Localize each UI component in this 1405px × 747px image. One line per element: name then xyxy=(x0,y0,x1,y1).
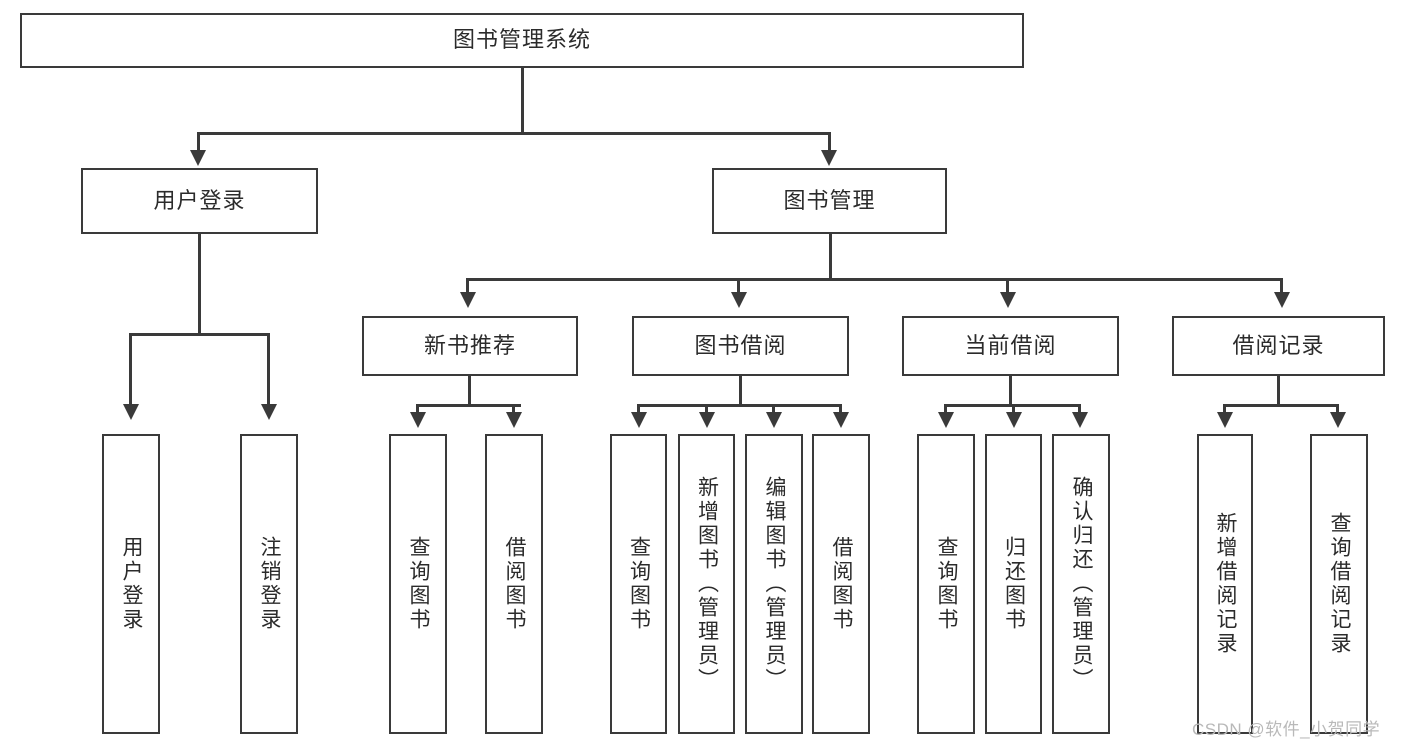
edge-user-login-stem xyxy=(198,234,201,335)
node-label: 查询图书 xyxy=(935,536,959,632)
node-root-book-management-system[interactable]: 图书管理系统 xyxy=(20,13,1024,68)
arrow-bb-to-leaf-1 xyxy=(631,412,647,428)
arrow-user-login-to-leaf-1 xyxy=(123,404,139,420)
edge-cb-stem xyxy=(1009,376,1012,406)
edge-bm-to-l3-4 xyxy=(1280,278,1283,296)
edge-bb-to-leaf-4 xyxy=(839,404,842,416)
node-book-borrow[interactable]: 图书借阅 xyxy=(632,316,849,376)
edge-br-bar xyxy=(1223,404,1339,407)
edge-bb-to-leaf-3 xyxy=(772,404,775,416)
edge-bb-stem xyxy=(739,376,742,406)
arrow-user-login-to-leaf-2 xyxy=(261,404,277,420)
edge-root-bar xyxy=(197,132,831,135)
arrow-cb-to-leaf-3 xyxy=(1072,412,1088,428)
node-label: 用户登录 xyxy=(153,187,246,213)
node-label: 注销登录 xyxy=(258,536,282,632)
node-current-borrow[interactable]: 当前借阅 xyxy=(902,316,1119,376)
node-label: 查询借阅记录 xyxy=(1328,512,1352,656)
arrow-br-to-leaf-1 xyxy=(1217,412,1233,428)
edge-nbr-bar xyxy=(416,404,521,407)
edge-nbr-to-leaf-1 xyxy=(416,404,419,416)
node-label: 用户登录 xyxy=(120,536,144,632)
arrow-root-to-user-login xyxy=(190,150,206,166)
edge-book-management-stem xyxy=(829,234,832,280)
leaf-nbr-borrow-book[interactable]: 借阅图书 xyxy=(485,434,543,734)
leaf-bb-borrow-book[interactable]: 借阅图书 xyxy=(812,434,870,734)
arrow-cb-to-leaf-2 xyxy=(1006,412,1022,428)
arrow-bb-to-leaf-3 xyxy=(766,412,782,428)
node-label: 借阅图书 xyxy=(503,536,527,632)
edge-bm-to-l3-3 xyxy=(1006,278,1009,296)
node-label: 确认归还（管理员） xyxy=(1070,476,1094,692)
edge-book-management-bar xyxy=(466,278,1283,281)
edge-cb-to-leaf-1 xyxy=(944,404,947,416)
leaf-nbr-query-book[interactable]: 查询图书 xyxy=(389,434,447,734)
edge-root-to-user-login xyxy=(197,132,200,154)
node-label: 图书管理 xyxy=(783,187,876,213)
arrow-bb-to-leaf-2 xyxy=(699,412,715,428)
edge-nbr-stem xyxy=(468,376,471,406)
arrow-nbr-to-leaf-1 xyxy=(410,412,426,428)
node-label: 借阅图书 xyxy=(830,536,854,632)
arrow-br-to-leaf-2 xyxy=(1330,412,1346,428)
node-label: 新增借阅记录 xyxy=(1214,512,1238,656)
node-label: 查询图书 xyxy=(407,536,431,632)
arrow-root-to-book-management xyxy=(821,150,837,166)
leaf-br-query-record[interactable]: 查询借阅记录 xyxy=(1310,434,1368,734)
node-borrow-record[interactable]: 借阅记录 xyxy=(1172,316,1385,376)
edge-cb-to-leaf-3 xyxy=(1078,404,1081,416)
node-label: 新增图书（管理员） xyxy=(695,476,719,692)
leaf-bb-add-book-admin[interactable]: 新增图书（管理员） xyxy=(678,434,735,734)
node-label: 归还图书 xyxy=(1002,536,1026,632)
arrow-cb-to-leaf-1 xyxy=(938,412,954,428)
leaf-bb-edit-book-admin[interactable]: 编辑图书（管理员） xyxy=(745,434,803,734)
node-book-management[interactable]: 图书管理 xyxy=(712,168,947,234)
node-new-book-recommend[interactable]: 新书推荐 xyxy=(362,316,578,376)
leaf-cb-query-book[interactable]: 查询图书 xyxy=(917,434,975,734)
leaf-user-login[interactable]: 用户登录 xyxy=(102,434,160,734)
edge-bb-to-leaf-2 xyxy=(705,404,708,416)
node-label: 当前借阅 xyxy=(964,332,1057,358)
edge-cb-to-leaf-2 xyxy=(1012,404,1015,416)
node-label: 图书管理系统 xyxy=(452,27,591,53)
node-label: 编辑图书（管理员） xyxy=(763,476,787,692)
leaf-user-logout[interactable]: 注销登录 xyxy=(240,434,298,734)
node-label: 图书借阅 xyxy=(694,332,787,358)
edge-bm-to-l3-2 xyxy=(737,278,740,296)
edge-root-stem xyxy=(521,68,524,134)
leaf-cb-confirm-return-admin[interactable]: 确认归还（管理员） xyxy=(1052,434,1110,734)
arrow-bm-to-l3-4 xyxy=(1274,292,1290,308)
edge-user-login-to-leaf-1 xyxy=(129,333,132,408)
node-user-login[interactable]: 用户登录 xyxy=(81,168,318,234)
edge-user-login-to-leaf-2 xyxy=(267,333,270,408)
edge-bb-to-leaf-1 xyxy=(637,404,640,416)
csdn-watermark: CSDN @软件_小贺同学 xyxy=(1192,720,1381,739)
arrow-bm-to-l3-1 xyxy=(460,292,476,308)
arrow-bm-to-l3-3 xyxy=(1000,292,1016,308)
edge-bm-to-l3-1 xyxy=(466,278,469,296)
edge-user-login-bar xyxy=(129,333,270,336)
edge-nbr-to-leaf-2 xyxy=(512,404,515,416)
edge-br-to-leaf-1 xyxy=(1223,404,1226,416)
edge-root-to-book-management xyxy=(828,132,831,154)
edge-bb-bar xyxy=(637,404,842,407)
node-label: 新书推荐 xyxy=(423,332,516,358)
arrow-bm-to-l3-2 xyxy=(731,292,747,308)
arrow-bb-to-leaf-4 xyxy=(833,412,849,428)
leaf-bb-query-book[interactable]: 查询图书 xyxy=(610,434,667,734)
node-label: 查询图书 xyxy=(627,536,651,632)
leaf-cb-return-book[interactable]: 归还图书 xyxy=(985,434,1042,734)
arrow-nbr-to-leaf-2 xyxy=(506,412,522,428)
edge-br-to-leaf-2 xyxy=(1336,404,1339,416)
node-label: 借阅记录 xyxy=(1232,332,1325,358)
leaf-br-add-record[interactable]: 新增借阅记录 xyxy=(1197,434,1253,734)
edge-br-stem xyxy=(1277,376,1280,406)
